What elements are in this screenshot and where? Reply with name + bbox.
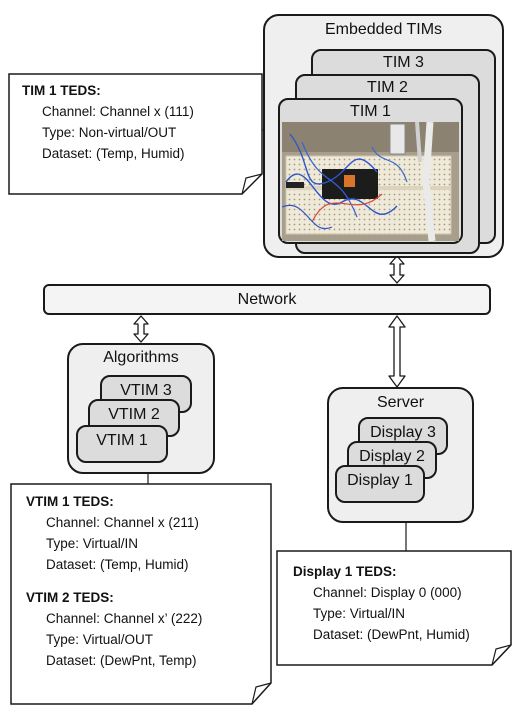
tim-note-fold [241, 173, 263, 195]
network-label: Network [237, 291, 297, 308]
vtim-1-label: VTIM 1 [96, 432, 148, 449]
display-1-teds-note: Display 1 TEDS: Channel: Display 0 (000)… [293, 561, 508, 645]
tim-1-teds-type: Type: Non-virtual/OUT [42, 125, 177, 140]
vtim-2-teds-channel: Channel: Channel x’ (222) [46, 611, 203, 626]
tim-1-teds-dataset: Dataset: (Temp, Humid) [42, 146, 185, 161]
vtim-2-teds-heading: VTIM 2 TEDS: [26, 590, 114, 605]
vtim-2-label: VTIM 2 [108, 406, 160, 423]
network-bar[interactable]: Network [43, 284, 491, 315]
display-1-teds-type: Type: Virtual/IN [313, 606, 406, 621]
algorithms-network-arrow [133, 315, 149, 343]
tim-3-label: TIM 3 [383, 54, 424, 71]
algorithms-title: Algorithms [103, 349, 179, 366]
vtim-1-teds-channel: Channel: Channel x (211) [46, 515, 199, 530]
embedded-tims-title: Embedded TIMs [324, 21, 443, 38]
vtim-1-card[interactable]: VTIM 1 [76, 425, 168, 463]
vtim-teds-note: VTIM 1 TEDS: Channel: Channel x (211) Ty… [26, 491, 266, 671]
tim-2-label: TIM 2 [367, 79, 408, 96]
tims-network-arrow [389, 255, 405, 284]
server-network-arrow [388, 315, 406, 388]
display-1-label: Display 1 [347, 472, 413, 489]
display-note-fold [491, 644, 512, 666]
tim-1-label: TIM 1 [350, 103, 391, 120]
display-1-teds-dataset: Dataset: (DewPnt, Humid) [313, 627, 470, 642]
tim-note-outline [8, 73, 263, 195]
vtim-note-outline [10, 483, 272, 705]
vtim-3-label: VTIM 3 [120, 382, 172, 399]
vtim-note-fold [251, 682, 272, 705]
vtim-1-teds-heading: VTIM 1 TEDS: [26, 494, 114, 509]
display-1-card[interactable]: Display 1 [335, 465, 425, 503]
display-1-teds-channel: Channel: Display 0 (000) [313, 585, 462, 600]
vtim-1-teds-type: Type: Virtual/IN [46, 536, 139, 551]
vtim-2-teds-dataset: Dataset: (DewPnt, Temp) [46, 653, 197, 668]
vtim-2-teds-type: Type: Virtual/OUT [46, 632, 154, 647]
tim-1-teds-note: TIM 1 TEDS: Channel: Channel x (111) Typ… [22, 80, 258, 164]
tim-1-hardware-photo [282, 122, 459, 241]
vtim-1-teds-dataset: Dataset: (Temp, Humid) [46, 557, 189, 572]
display-2-label: Display 2 [359, 448, 425, 465]
tim-1-teds-channel: Channel: Channel x (111) [42, 104, 194, 119]
display-1-teds-heading: Display 1 TEDS: [293, 564, 397, 579]
display-3-label: Display 3 [370, 424, 436, 441]
tim-1-teds-heading: TIM 1 TEDS: [22, 83, 101, 98]
display-note-outline [276, 550, 512, 666]
server-title: Server [376, 394, 425, 411]
